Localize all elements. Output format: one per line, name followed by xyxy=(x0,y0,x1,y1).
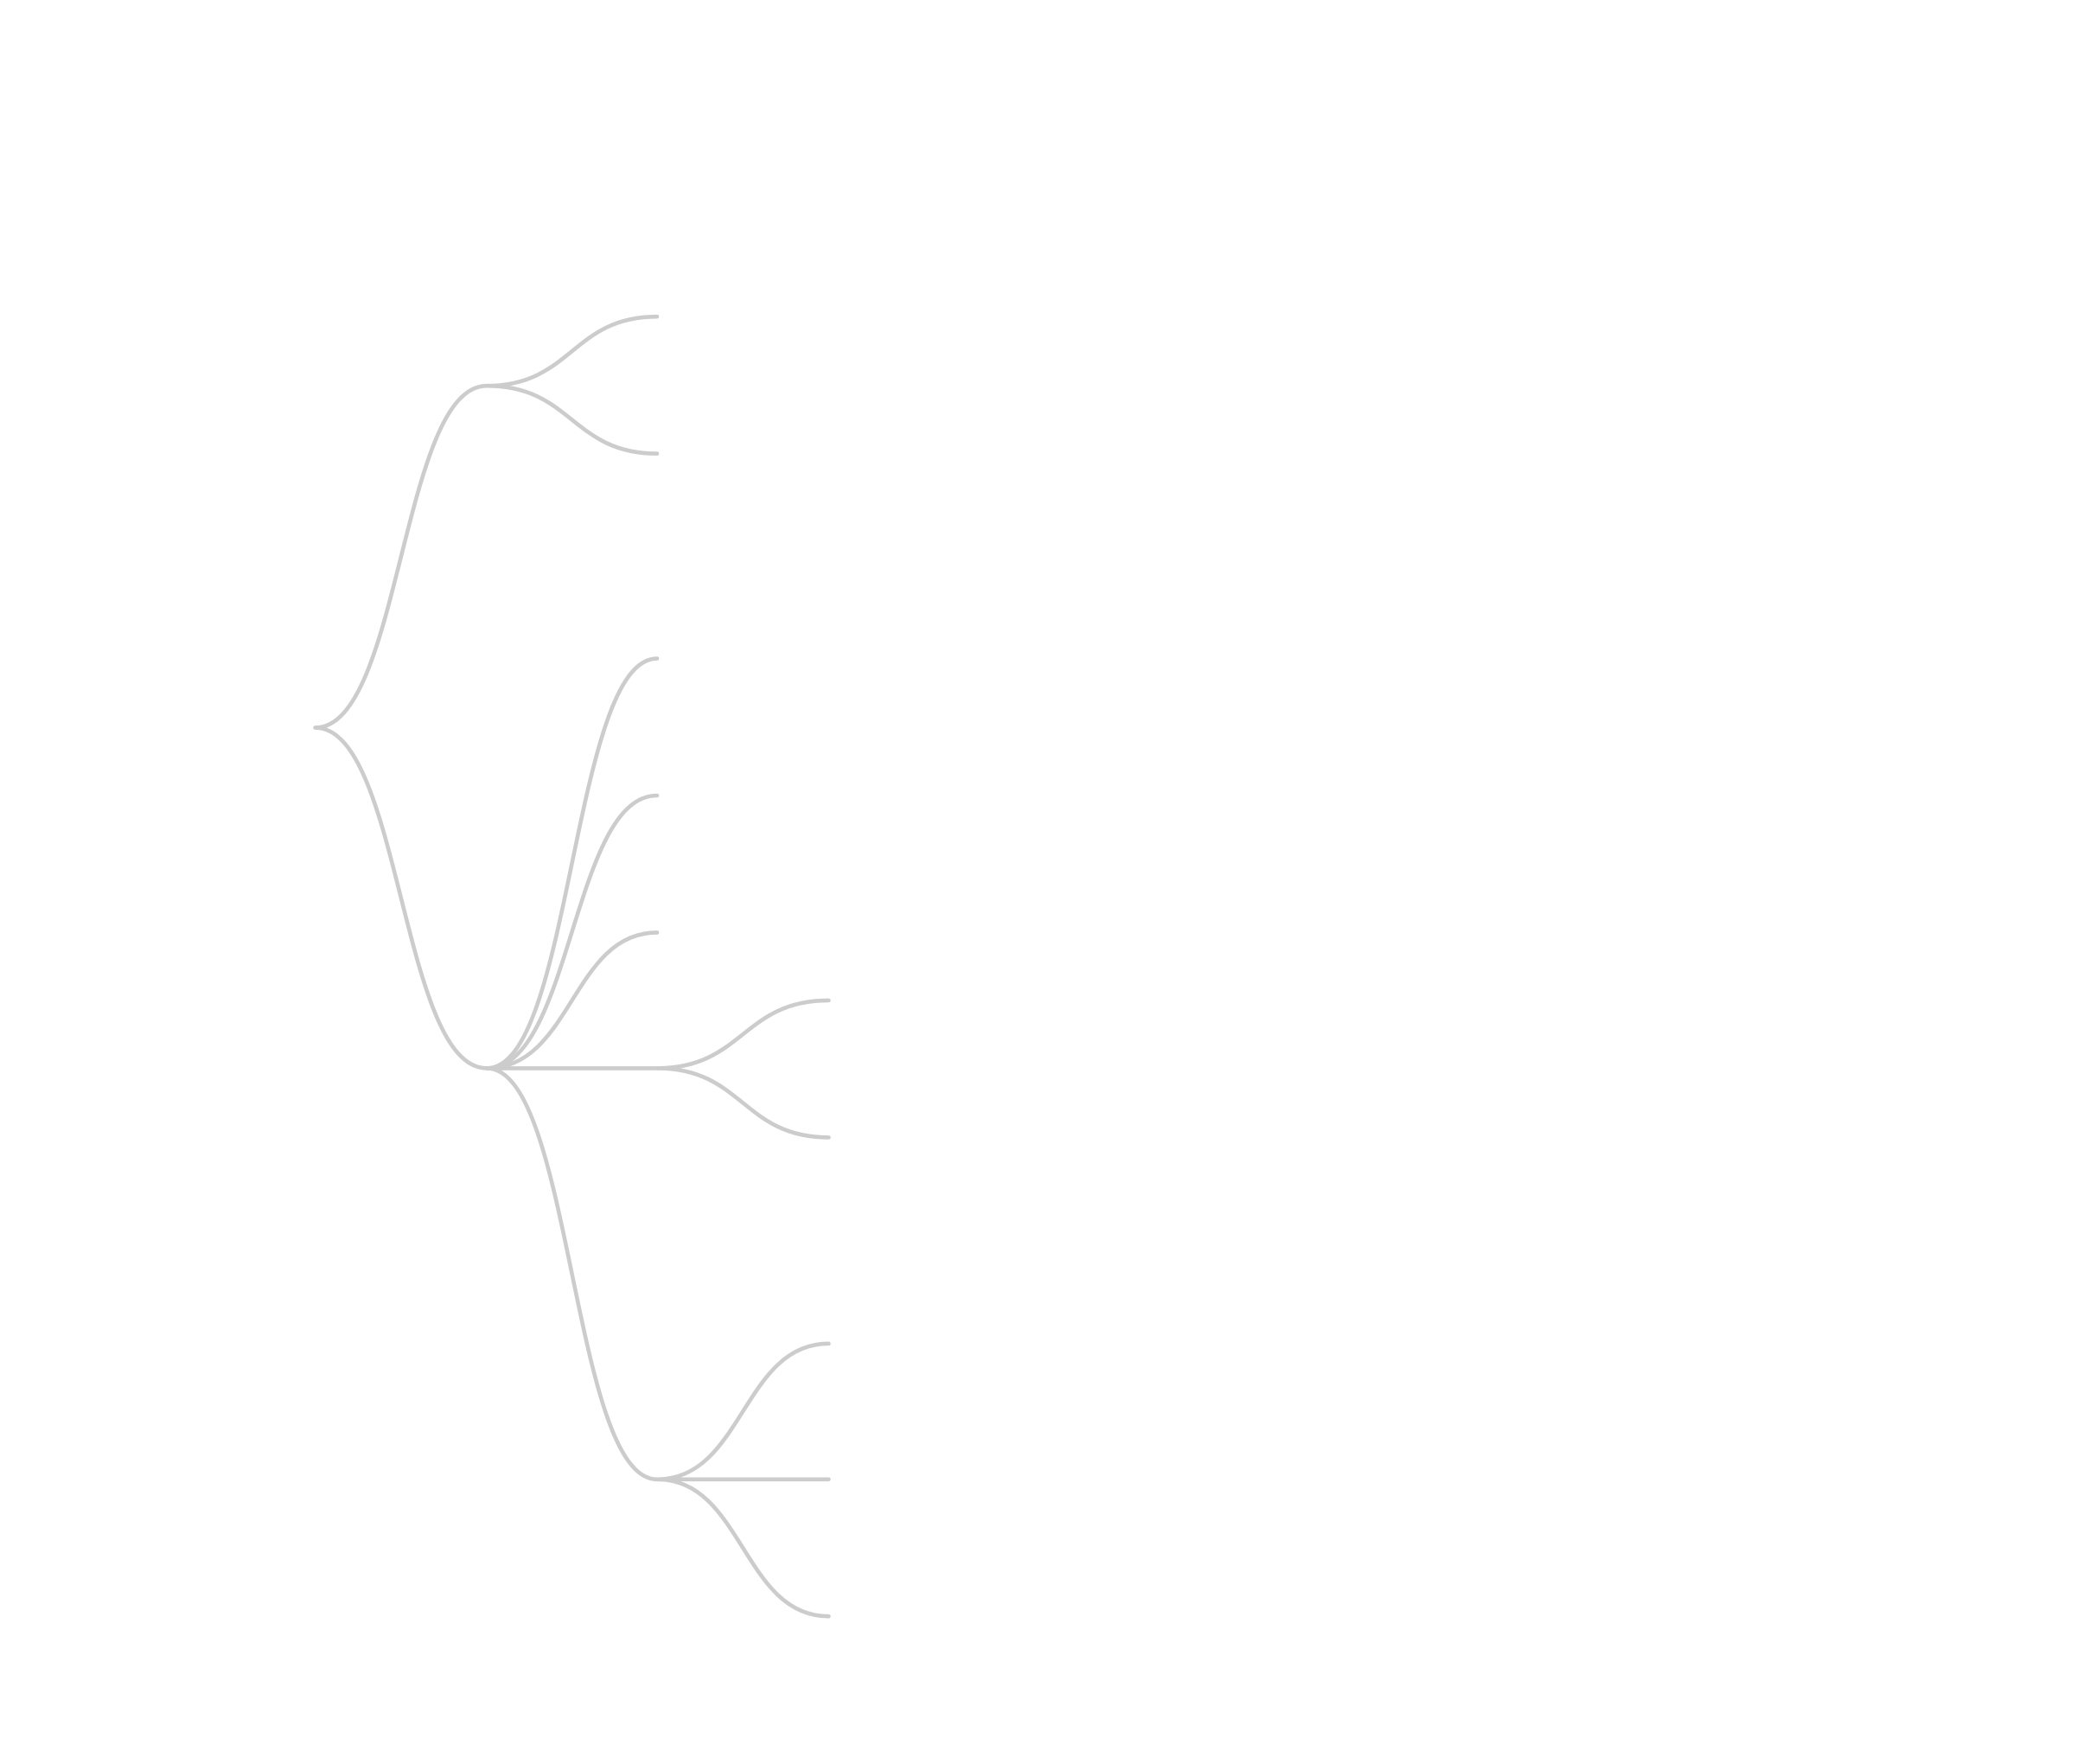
tree-link xyxy=(484,793,660,1071)
tree-link xyxy=(654,1477,831,1619)
tree-link xyxy=(654,1341,831,1482)
tree-link xyxy=(313,383,489,730)
tree-link xyxy=(484,656,660,1071)
tree-link xyxy=(484,383,660,456)
tree-link xyxy=(654,998,831,1071)
tree-link xyxy=(484,930,660,1071)
tree-link xyxy=(484,314,660,388)
tree-link xyxy=(484,1066,660,1482)
tree-link xyxy=(654,1066,831,1140)
tree-links xyxy=(313,314,831,1619)
tree-link xyxy=(313,725,489,1071)
